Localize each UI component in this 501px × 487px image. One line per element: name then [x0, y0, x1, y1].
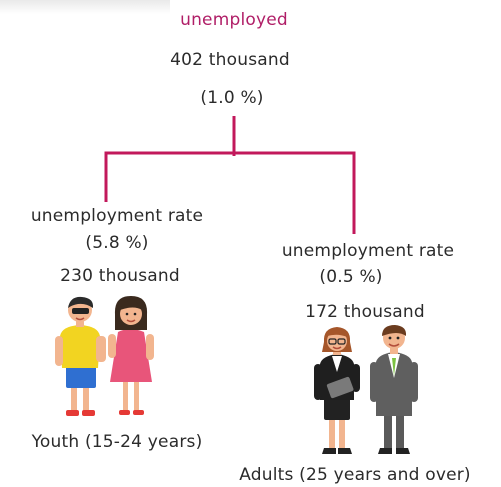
root-count: 402 thousand — [170, 50, 290, 70]
youth-caption: Youth (15-24 years) — [31, 432, 203, 452]
businesswoman-figure-icon — [314, 327, 360, 454]
youth-rate-label: unemployment rate — [30, 206, 204, 226]
top-shadow — [0, 0, 170, 14]
adults-rate-label: unemployment rate — [281, 241, 455, 261]
youth-illustration — [55, 296, 154, 416]
adults-caption: Adults (25 years and over) — [239, 465, 471, 485]
youth-count: 230 thousand — [60, 266, 180, 286]
youth-rate-value: (5.8 %) — [85, 233, 149, 253]
adults-rate-value: (0.5 %) — [319, 267, 383, 287]
girl-figure-icon — [108, 296, 154, 415]
boy-figure-icon — [55, 296, 106, 416]
businessman-figure-icon — [370, 325, 418, 454]
adults-illustration — [314, 325, 418, 454]
adults-count: 172 thousand — [305, 302, 425, 322]
root-title: unemployed — [180, 10, 288, 30]
root-rate: (1.0 %) — [200, 88, 264, 108]
